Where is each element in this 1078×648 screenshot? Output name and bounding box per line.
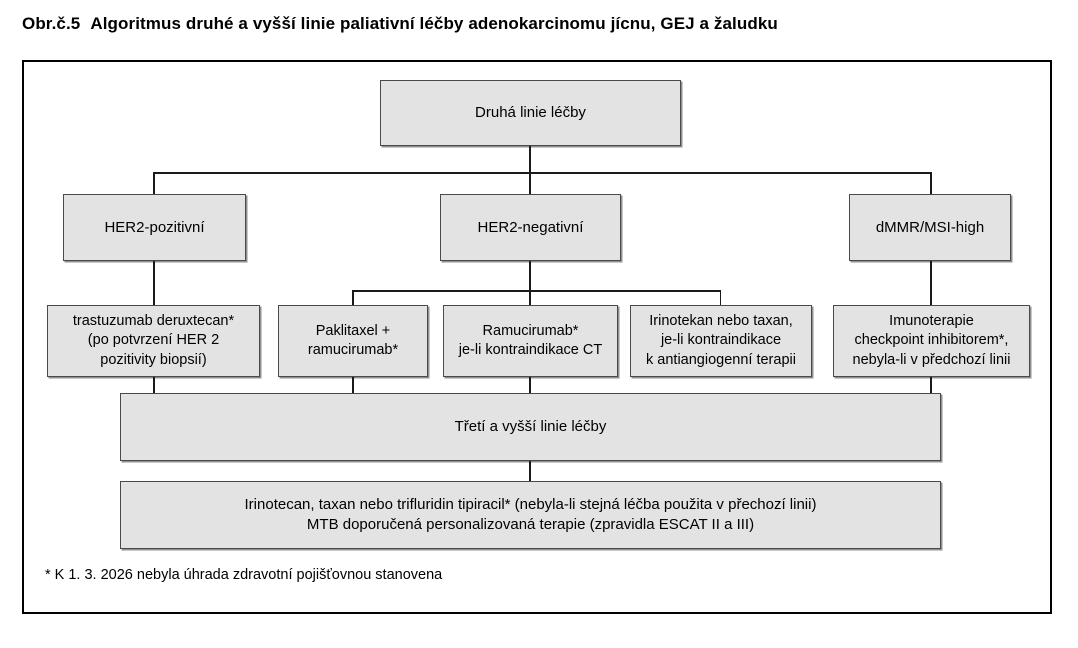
connector-thirdline-down [529,461,531,481]
node-imunoterapie: Imunoterapie checkpoint inhibitorem*, ne… [833,305,1030,377]
connector-drop-irinotekan [719,290,721,305]
node-ramucirumab-mono: Ramucirumab* je-li kontraindikace CT [443,305,618,377]
figure-title-text: Algoritmus druhé a vyšší linie paliativn… [90,14,778,33]
node-irinotekan-taxan: Irinotekan nebo taxan, je-li kontraindik… [630,305,812,377]
node-paklitaxel-ramucirumab-label: Paklitaxel + ramucirumab* [307,322,399,358]
node-third-line-treatment-label: Třetí a vyšší linie léčby [454,418,607,436]
connector-drop-her2pos [153,172,155,195]
connector-drop-dmmr [930,172,932,195]
connector-dmmr-down [930,261,932,305]
node-her2-negative: HER2-negativní [440,194,621,261]
figure-title: Obr.č.5 Algoritmus druhé a vyšší linie pa… [22,14,778,34]
connector-her2pos-down [153,261,155,305]
node-her2-negative-label: HER2-negativní [477,218,584,236]
node-third-line-treatment: Třetí a vyšší linie léčby [120,393,941,461]
footnote: * K 1. 3. 2026 nebyla úhrada zdravotní p… [45,567,443,583]
node-ramucirumab-mono-label: Ramucirumab* je-li kontraindikace CT [458,322,603,358]
connector-ramucirumab-down [529,377,531,393]
figure-number-label: Obr.č.5 [22,14,81,33]
node-paklitaxel-ramucirumab: Paklitaxel + ramucirumab* [278,305,428,377]
node-trastuzumab-deruxtecan: trastuzumab deruxtecan* (po potvrzení HE… [47,305,260,377]
node-her2-positive: HER2-pozitivní [63,194,246,261]
node-dmmr-msi-high: dMMR/MSI-high [849,194,1011,261]
node-irinotekan-taxan-label: Irinotekan nebo taxan, je-li kontraindik… [646,313,796,368]
node-second-line-treatment-label: Druhá linie léčby [475,104,586,122]
node-later-line-options: Irinotecan, taxan nebo trifluridin tipir… [120,481,941,549]
connector-her2neg-branch [352,290,721,292]
node-later-line-options-label: Irinotecan, taxan nebo trifluridin tipir… [244,496,817,533]
connector-trastuzumab-down [153,377,155,393]
connector-secondline-down [529,146,531,172]
connector-her2neg-down [529,261,531,290]
connector-paklitaxel-down [352,377,354,393]
node-trastuzumab-deruxtecan-label: trastuzumab deruxtecan* (po potvrzení HE… [72,313,235,368]
connector-drop-ramucirumab [529,290,531,305]
connector-imunoterapie-down [930,377,932,393]
connector-drop-paklitaxel [352,290,354,305]
node-second-line-treatment: Druhá linie léčby [380,80,681,146]
connector-row2-branch [153,172,931,174]
node-imunoterapie-label: Imunoterapie checkpoint inhibitorem*, ne… [852,313,1011,368]
node-dmmr-msi-high-label: dMMR/MSI-high [875,218,985,236]
connector-drop-her2neg [529,172,531,195]
node-her2-positive-label: HER2-pozitivní [104,218,205,236]
